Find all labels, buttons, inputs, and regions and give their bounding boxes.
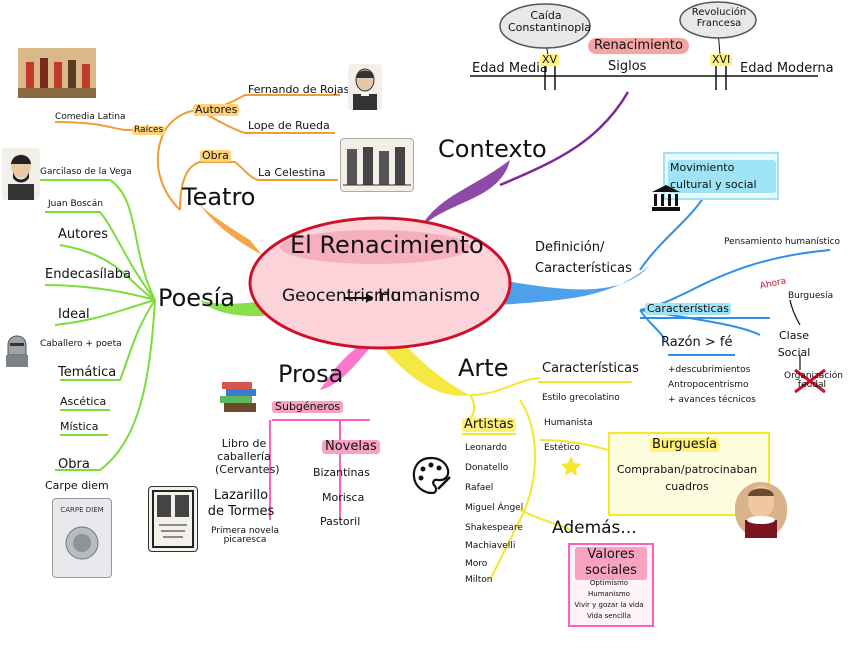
renacimiento-label: Renacimiento <box>588 38 689 54</box>
rueda-label: Lope de Rueda <box>248 119 330 132</box>
lazarillo-label: Lazarillo de Tormes <box>207 488 275 519</box>
revolucion-bubble <box>679 1 757 39</box>
movimiento-text: Movimiento cultural y social <box>668 160 776 193</box>
contexto-title: Contexto <box>438 135 547 163</box>
libro-caballeria-label: Libro de caballería (Cervantes) <box>215 437 280 477</box>
teatro-title: Teatro <box>182 183 256 211</box>
ideal-label: Ideal <box>58 307 90 322</box>
xvi-label: XVI <box>710 53 733 66</box>
subgeneros-label: Subgéneros <box>272 401 344 413</box>
teatro-autores-label: Autores <box>193 103 240 116</box>
burguesia-def-label: Burguesía <box>788 291 834 301</box>
burguesia-text: Compraban/patrocinaban cuadros <box>616 463 758 493</box>
siglos-label: Siglos <box>608 59 647 74</box>
center-to: Humanismo <box>378 286 480 306</box>
contexto-branch <box>420 160 510 228</box>
artist-5: Machiavelli <box>465 541 516 551</box>
caida-label: Caída Constantinopla <box>508 9 591 34</box>
ascetica-label: Ascética <box>60 395 107 408</box>
poesia-title: Poesía <box>158 284 235 312</box>
comedia-latina-label: Comedia Latina <box>55 112 126 122</box>
valores-item-1: Humanismo <box>588 590 630 598</box>
arte-branch <box>380 340 470 396</box>
lazarillo-book-image <box>148 486 198 552</box>
artist-6: Moro <box>465 559 488 569</box>
revolucion-label: Revolución Francesa <box>691 7 747 29</box>
theatre-painting <box>18 48 96 98</box>
valores-item-2: Vivir y gozar la vida <box>574 601 644 609</box>
boscan-label: Juan Boscán <box>48 199 103 209</box>
xv-label: XV <box>540 53 560 66</box>
caracteristicas-def-label: Características <box>645 302 732 315</box>
star-icon <box>560 455 582 477</box>
artist-1: Donatello <box>465 463 509 473</box>
valores-title: Valores sociales <box>575 547 647 580</box>
celestina-label: La Celestina <box>258 166 326 179</box>
artist-2: Rafael <box>465 483 494 493</box>
knight-image <box>2 325 32 369</box>
contexto-line <box>499 91 630 187</box>
pensamiento-label: Pensamiento humanístico <box>724 237 841 247</box>
edad-moderna-label: Edad Moderna <box>740 61 834 76</box>
def-item-0: +descubrimientos <box>668 365 751 375</box>
novela-1: Morisca <box>322 491 365 504</box>
valores-item-3: Vida sencilla <box>587 612 631 620</box>
caida-bubble <box>499 3 591 49</box>
garcilaso-label: Garcilaso de la Vega <box>40 167 132 177</box>
garcilaso-portrait <box>2 148 40 200</box>
palette-icon <box>410 455 452 497</box>
novela-2: Pastoril <box>320 515 361 528</box>
endecasilaba-label: Endecasílaba <box>45 267 131 282</box>
artist-0: Leonardo <box>465 443 507 453</box>
shakespeare-portrait <box>735 482 787 538</box>
rojas-portrait <box>348 64 382 110</box>
arte-title: Arte <box>458 354 509 382</box>
primera-novela-label: Primera novela picaresca <box>211 526 279 546</box>
clase-social-label: Clase Social <box>777 329 811 359</box>
caballero-label: Caballero + poeta <box>40 339 122 349</box>
tematica-label: Temática <box>58 365 117 380</box>
artist-3: Miguel Ángel <box>465 503 524 513</box>
def-item-1: Antropocentrismo <box>668 380 749 390</box>
prosa-title: Prosa <box>278 360 344 388</box>
arte-caract-1: Humanista <box>544 418 593 428</box>
raices-label: Raíces <box>132 125 166 136</box>
poesia-branch <box>200 300 272 317</box>
museum-icon <box>650 182 682 214</box>
poesia-autores-label: Autores <box>58 227 109 242</box>
arte-caract-0: Estilo grecolatino <box>542 393 620 403</box>
mistica-label: Mística <box>60 420 99 433</box>
artist-4: Shakespeare <box>465 523 523 533</box>
ademas-label: Además... <box>552 518 637 538</box>
rojas-label: Fernando de Rojas <box>248 83 350 96</box>
books-icon <box>218 380 262 414</box>
carpe-book-title: CARPE DIEM <box>60 506 104 514</box>
def-item-2: + avances técnicos <box>668 395 756 405</box>
artist-7: Milton <box>465 575 493 585</box>
celestina-engraving <box>340 138 414 192</box>
center-from: Geocentrismo <box>282 286 401 306</box>
teatro-obra-label: Obra <box>200 149 231 162</box>
arte-caract-label: Características <box>542 361 639 376</box>
arte-caract-2: Estético <box>544 443 580 453</box>
definicion-title: Definición/ Características <box>535 240 632 276</box>
edad-media-label: Edad Media <box>472 61 548 76</box>
carpe-label: Carpe diem <box>45 479 109 492</box>
organizacion-label: Organización feudal <box>784 371 843 391</box>
artistas-label: Artistas <box>462 417 516 432</box>
razon-label: Razón > fé <box>661 335 733 350</box>
novelas-label: Novelas <box>322 440 380 454</box>
novela-0: Bizantinas <box>313 466 370 479</box>
teatro-branch <box>200 205 262 255</box>
center-title: El Renacimiento <box>290 231 484 259</box>
carpe-diem-book-image: CARPE DIEM <box>52 498 112 578</box>
definicion-branch <box>500 265 650 305</box>
poesia-obra-label: Obra <box>58 457 90 472</box>
burguesia-title: Burguesía <box>650 437 720 452</box>
prosa-branch <box>320 345 370 390</box>
valores-item-0: Optimismo <box>589 579 629 587</box>
